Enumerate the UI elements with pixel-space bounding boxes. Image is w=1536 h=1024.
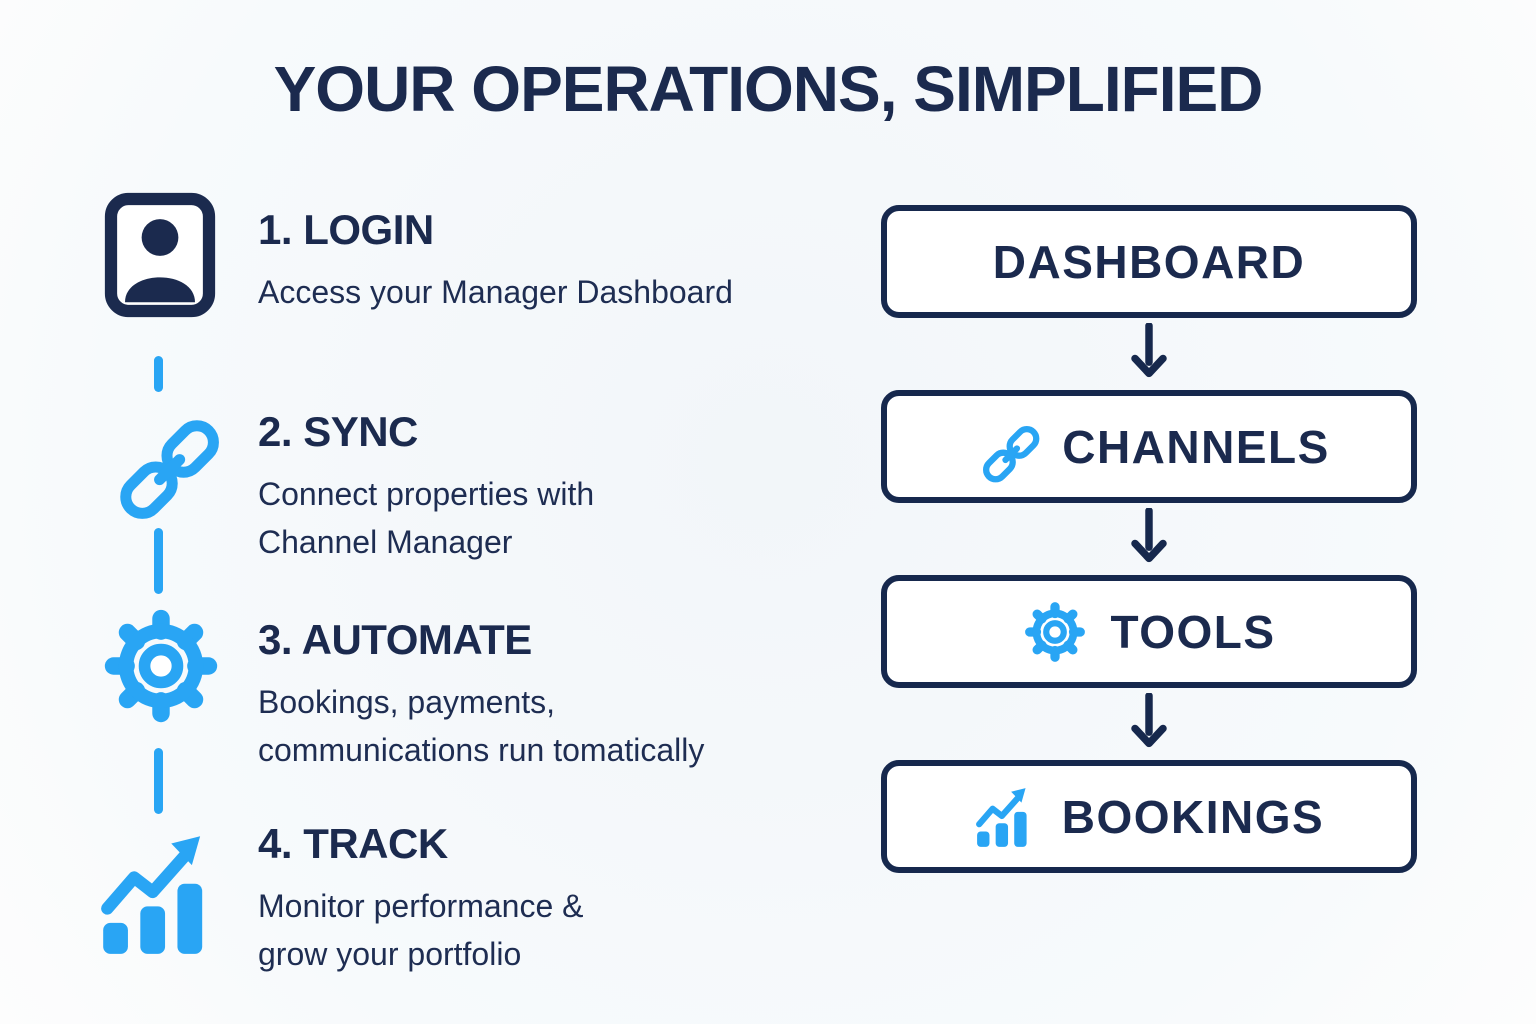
- step-login-title: 1. LOGIN: [258, 206, 434, 253]
- step-automate-title: 3. AUTOMATE: [258, 616, 532, 663]
- step-track-description: Monitor performance & grow your portfoli…: [258, 888, 584, 972]
- link-icon: [94, 394, 220, 520]
- flow-node-tools: TOOLS: [881, 575, 1417, 688]
- step-sync-title: 2. SYNC: [258, 408, 418, 455]
- bar-chart-growth-icon: [974, 784, 1040, 850]
- id-card-icon: [104, 192, 216, 318]
- step-login: 1. LOGIN Access your Manager Dashboard: [258, 206, 733, 316]
- flow-node-dashboard: DASHBOARD: [881, 205, 1417, 318]
- step-connector-dash: [154, 356, 163, 392]
- step-automate-description: Bookings, payments, communications run t…: [258, 684, 705, 768]
- link-icon: [968, 411, 1040, 483]
- step-sync: 2. SYNC Connect properties with Channel …: [258, 408, 594, 566]
- gear-icon: [99, 604, 223, 728]
- step-automate: 3. AUTOMATE Bookings, payments, communic…: [258, 616, 704, 774]
- step-track: 4. TRACK Monitor performance & grow your…: [258, 820, 583, 978]
- arrow-down-icon: [1127, 693, 1171, 749]
- flow-node-tools-label: TOOLS: [1110, 605, 1276, 658]
- step-track-title: 4. TRACK: [258, 820, 448, 867]
- flow-node-bookings-label: BOOKINGS: [1061, 790, 1325, 843]
- flow-node-channels-label: CHANNELS: [1062, 420, 1330, 473]
- page-title: YOUR OPERATIONS, SIMPLIFIED: [273, 53, 1264, 125]
- step-connector-dash: [154, 528, 163, 594]
- flow-node-channels: CHANNELS: [881, 390, 1417, 503]
- step-login-description: Access your Manager Dashboard: [258, 274, 733, 310]
- step-connector-dash: [154, 748, 163, 814]
- arrow-down-icon: [1127, 508, 1171, 564]
- gear-icon: [1022, 599, 1088, 665]
- arrow-down-icon: [1127, 323, 1171, 379]
- bar-chart-growth-icon: [97, 828, 229, 960]
- flow-node-bookings: BOOKINGS: [881, 760, 1417, 873]
- flow-node-dashboard-label: DASHBOARD: [992, 235, 1306, 288]
- step-sync-description: Connect properties with Channel Manager: [258, 476, 595, 560]
